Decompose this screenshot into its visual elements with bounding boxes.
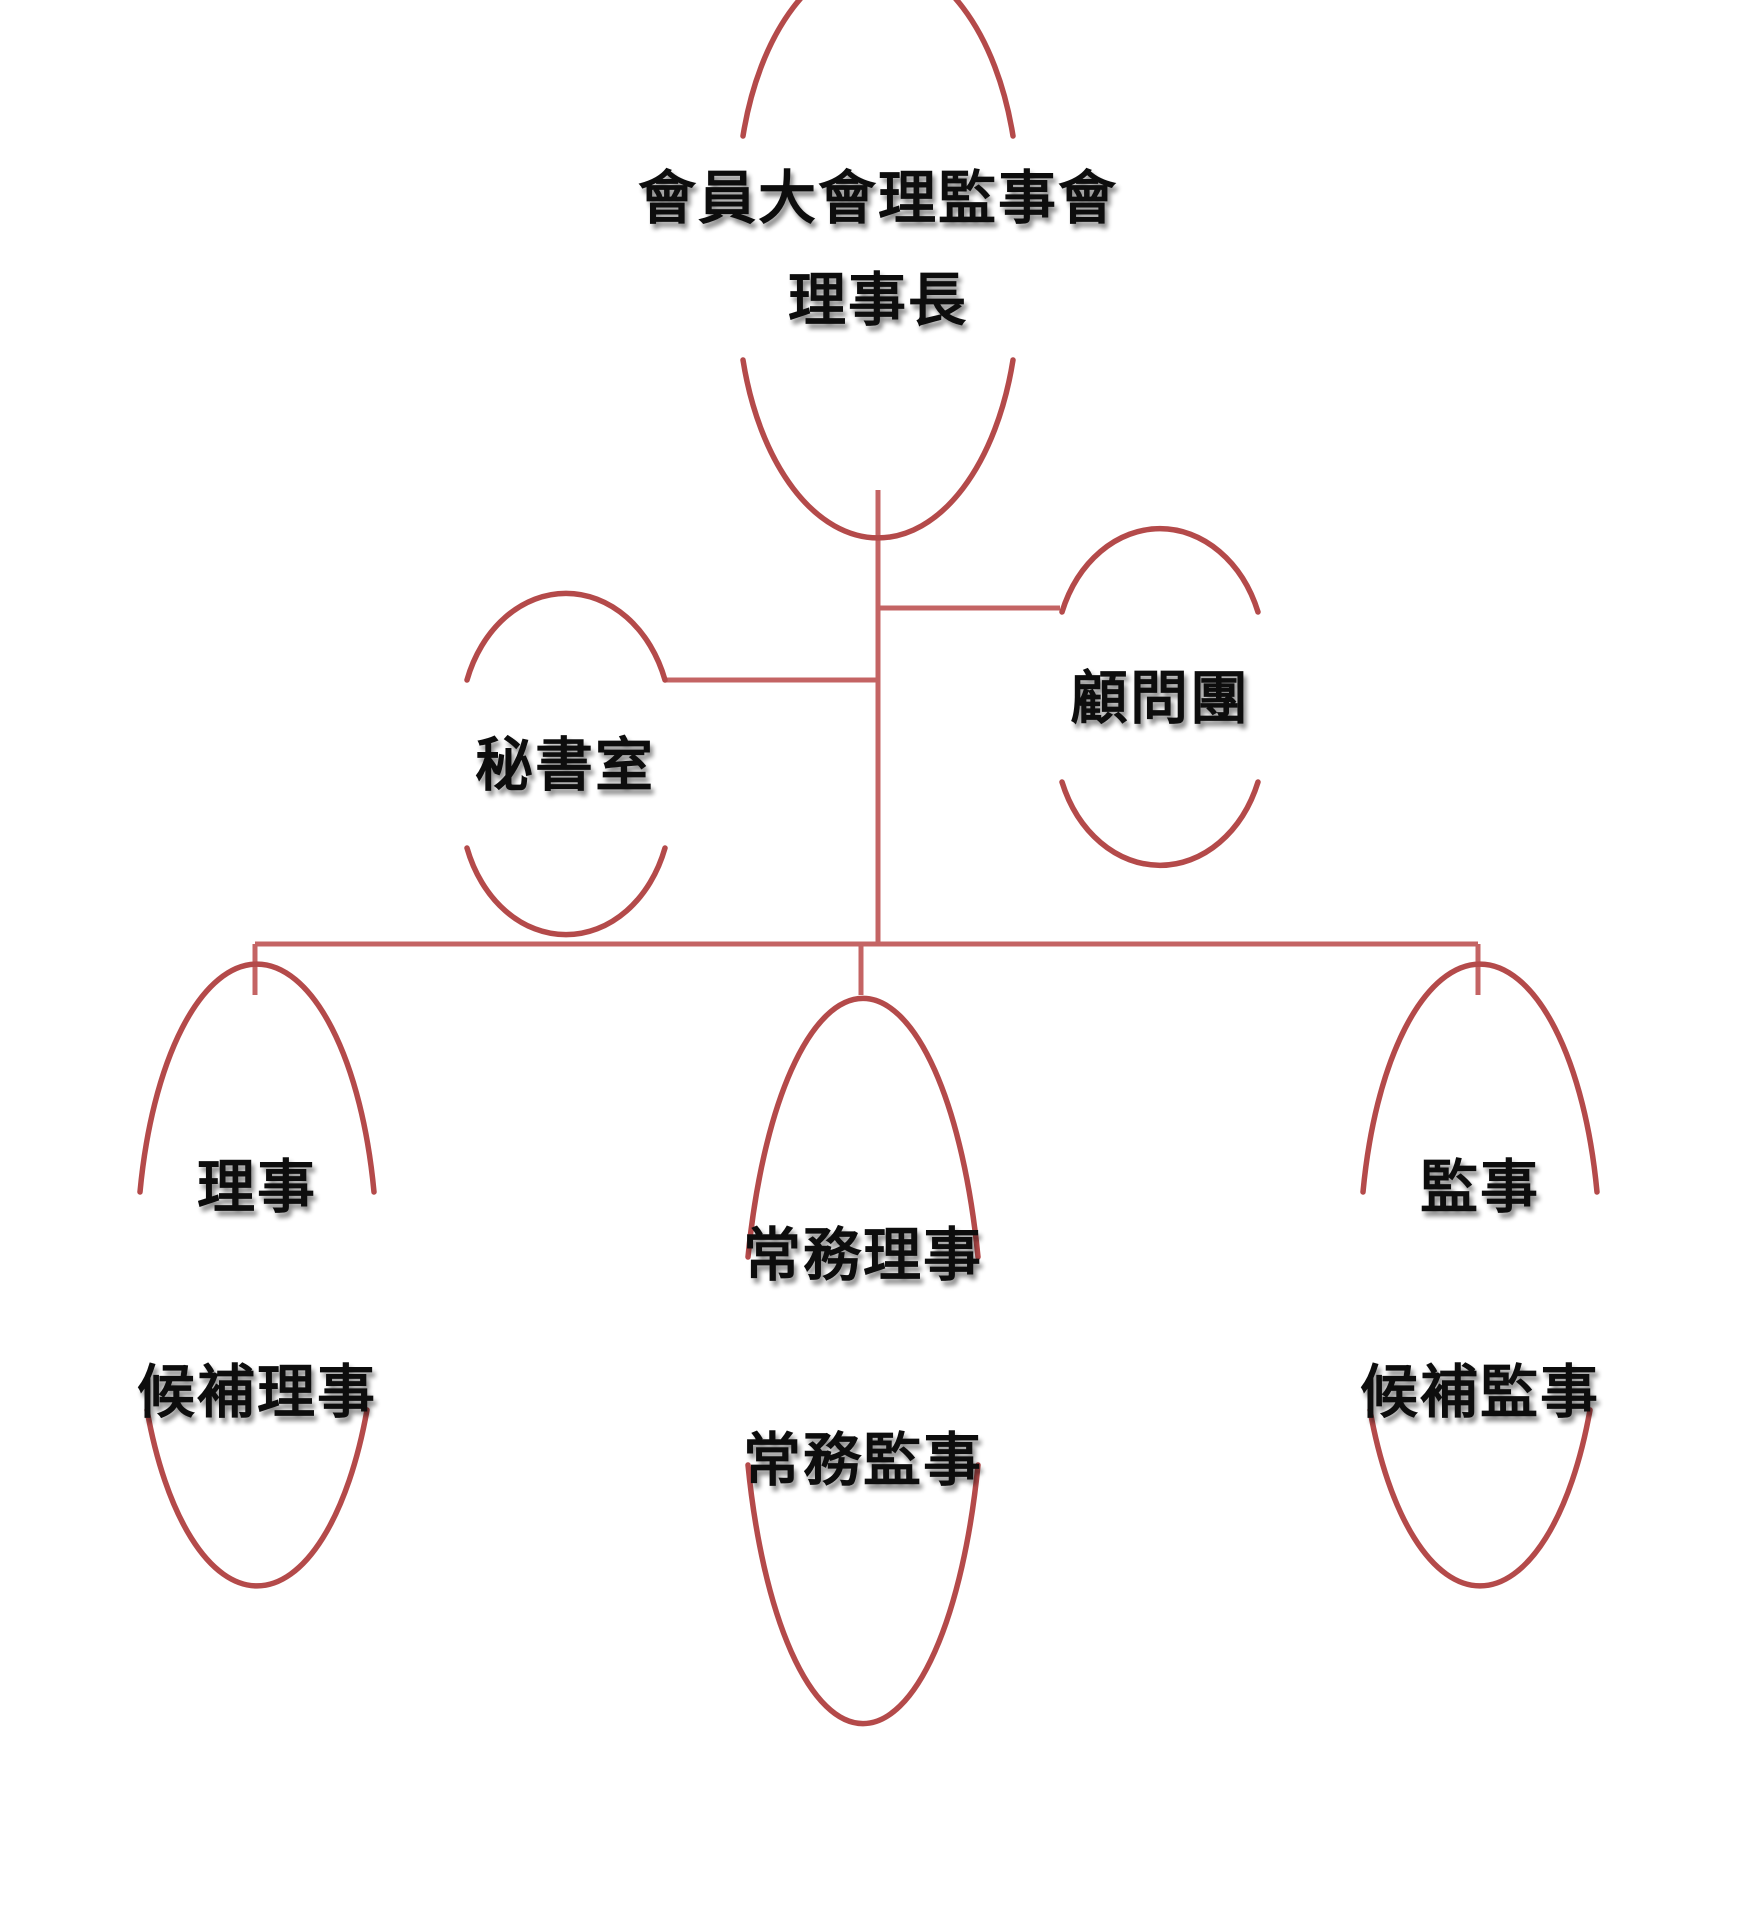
supervisors-node: 監事 候補監事 — [1360, 961, 1600, 1589]
standing-node: 常務理事 常務監事 — [743, 995, 983, 1727]
standing-lower-arc — [745, 1462, 981, 1727]
top-node-upper-arc — [740, 0, 1016, 139]
secretariat-upper-arc — [464, 590, 668, 683]
secretariat-lower-arc — [464, 845, 668, 938]
directors-node: 理事 候補理事 — [137, 961, 377, 1589]
directors-label: 理事 — [197, 1153, 317, 1221]
top-node-subtitle: 理事長 — [788, 266, 968, 334]
directors-upper-arc — [137, 961, 377, 1195]
alternate-directors-label: 候補理事 — [137, 1358, 377, 1426]
supervisors-upper-arc — [1360, 961, 1600, 1195]
advisory-upper-arc — [1059, 526, 1261, 615]
top-node-title: 會員大會理監事會 — [638, 164, 1118, 232]
secretariat-node: 秘書室 — [464, 590, 668, 938]
connectors — [252, 490, 1481, 995]
advisory-lower-arc — [1059, 779, 1261, 868]
standing-upper-arc — [745, 995, 981, 1260]
standing-directors-label: 常務理事 — [743, 1221, 983, 1289]
top-node: 會員大會理監事會 理事長 — [638, 0, 1118, 541]
advisory-label: 顧問團 — [1070, 664, 1250, 732]
top-node-lower-arc — [740, 357, 1016, 541]
advisory-node: 顧問團 — [1059, 526, 1261, 868]
supervisors-lower-arc — [1367, 1407, 1593, 1589]
directors-lower-arc — [144, 1407, 370, 1589]
standing-supervisors-label: 常務監事 — [743, 1426, 983, 1494]
secretariat-label: 秘書室 — [475, 731, 655, 799]
alternate-supervisors-label: 候補監事 — [1360, 1358, 1600, 1426]
supervisors-label: 監事 — [1420, 1153, 1540, 1221]
